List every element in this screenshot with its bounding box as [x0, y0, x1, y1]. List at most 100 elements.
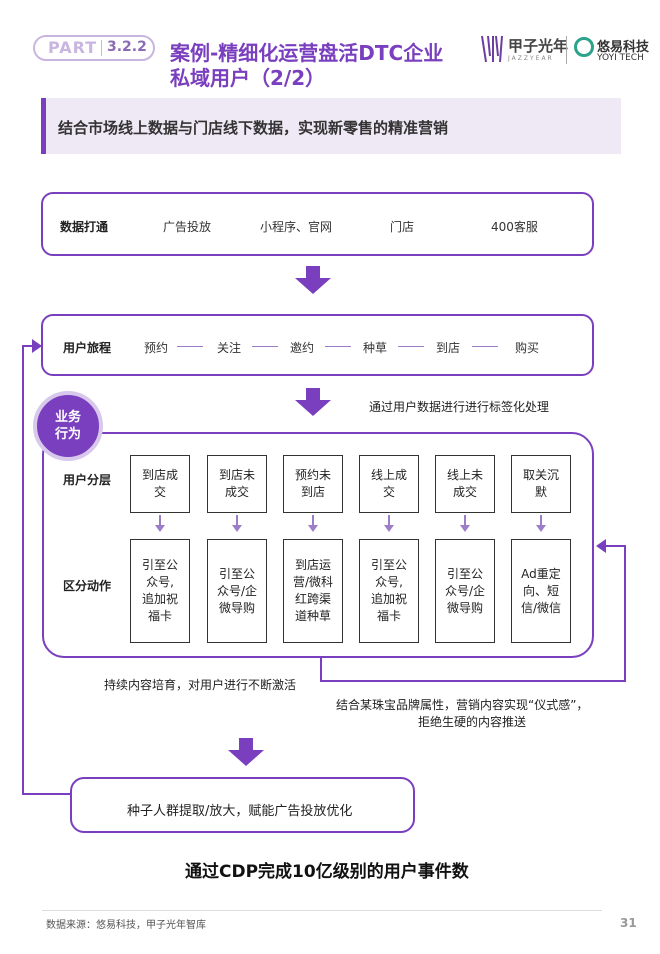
data-item: 400客服 [491, 220, 538, 234]
action-text: 引至公 [141, 558, 178, 572]
part-pill [33, 35, 155, 61]
journey-step: 邀约 [290, 341, 315, 355]
action-text: 信/微信 [520, 600, 562, 615]
layer-box: 线上成交 [359, 455, 419, 513]
layer-text: 成交 [452, 485, 477, 499]
action-box: 引至公众号,追加祝福卡 [359, 539, 419, 643]
action-text: 微导购 [218, 600, 255, 615]
data-item: 门店 [390, 220, 415, 234]
layer-text: 成交 [224, 485, 249, 499]
action-row-label: 区分动作 [63, 579, 112, 593]
action-text: 众号/企 [444, 583, 486, 598]
data-item: 小程序、官网 [260, 220, 333, 234]
layer-row-label: 用户分层 [63, 473, 112, 487]
action-text: 福卡 [147, 609, 172, 623]
nurture-note: 持续内容培育，对用户进行不断激活 [104, 678, 297, 692]
section-number: 3.2.2 [107, 39, 147, 55]
small-arrow-down-icon [384, 525, 394, 532]
layer-box: 取关沉默 [511, 455, 571, 513]
journey-step: 到店 [436, 341, 461, 355]
right-loop-line-down [320, 658, 322, 682]
footer-divider [42, 910, 602, 911]
journey-step: 预约 [144, 341, 169, 355]
conclusion-text: 通过CDP完成10亿级别的用户事件数 [185, 862, 469, 882]
action-text: 向、短 [522, 583, 559, 598]
layer-text: 取关沉 [522, 468, 559, 482]
layer-text: 线上成 [370, 468, 407, 482]
data-item: 广告投放 [163, 220, 212, 234]
layer-box: 预约未到店 [283, 455, 343, 513]
jazzyear-logo-sub: JAZZYEAR [508, 55, 554, 62]
action-box: 到店运营/微科红跨渠道种草 [283, 539, 343, 643]
small-arrow-stem [464, 515, 466, 525]
action-text: 追加祝 [370, 592, 407, 606]
flow-arrow-stem [306, 388, 320, 400]
banner-text: 结合市场线上数据与门店线下数据，实现新零售的精准营销 [58, 119, 449, 137]
yoyi-logo-name: 悠易科技 [597, 40, 650, 55]
journey-step: 关注 [217, 341, 242, 355]
tagging-note: 通过用户数据进行进行标签化处理 [369, 400, 550, 414]
action-text: 到店运 [294, 558, 331, 572]
action-text: 红跨渠 [294, 592, 331, 606]
data-row-label: 数据打通 [60, 220, 109, 234]
banner [41, 98, 621, 154]
journey-step: 种草 [363, 341, 388, 355]
flow-arrow-stem [306, 266, 320, 278]
right-loop-line-up [624, 545, 626, 682]
flow-arrow-down-icon [228, 750, 264, 766]
small-arrow-down-icon [460, 525, 470, 532]
action-text: 追加祝 [141, 592, 178, 606]
small-arrow-stem [540, 515, 542, 525]
jazzyear-logo-name: 甲子光年 [508, 37, 569, 55]
jewelry-note-line1: 结合某珠宝品牌属性，营销内容实现“仪式感”， [336, 698, 589, 712]
layer-text: 到店成 [141, 468, 178, 482]
journey-connector [252, 346, 278, 347]
layer-text: 交 [382, 485, 395, 499]
loop-line-left [22, 345, 24, 795]
part-label: PART [48, 38, 98, 57]
flow-arrow-down-icon [295, 400, 331, 416]
flow-arrow-stem [239, 738, 253, 750]
loop-line-bottom [22, 793, 70, 795]
behavior-badge-line2: 行为 [54, 427, 81, 442]
action-box: 引至公众号/企微导购 [435, 539, 495, 643]
layer-text: 预约未 [294, 468, 331, 482]
journey-row-label: 用户旅程 [63, 341, 112, 355]
small-arrow-down-icon [155, 525, 165, 532]
part-divider [101, 40, 102, 56]
small-arrow-down-icon [232, 525, 242, 532]
small-arrow-down-icon [536, 525, 546, 532]
journey-step: 购买 [515, 341, 540, 355]
action-text: 微导购 [446, 600, 483, 615]
action-text: 道种草 [294, 609, 331, 623]
jewelry-note-line2: 拒绝生硬的内容推送 [418, 715, 527, 729]
layer-text: 默 [534, 485, 547, 499]
seed-audience-box [70, 777, 415, 833]
behavior-badge-line1: 业务 [54, 410, 81, 425]
small-arrow-stem [388, 515, 390, 525]
data-integration-box [41, 192, 594, 256]
small-arrow-stem [236, 515, 238, 525]
page-title-line1: 案例-精细化运营盘活DTC企业 [170, 41, 444, 65]
action-text: Ad重定 [521, 566, 561, 581]
right-loop-line-bottom [320, 680, 626, 682]
behavior-badge: 业务 行为 [33, 391, 103, 461]
action-text: 众号, [375, 575, 403, 589]
layer-box: 线上未成交 [435, 455, 495, 513]
journey-connector [325, 346, 351, 347]
small-arrow-stem [159, 515, 161, 525]
yoyi-logo-sub: YOYI TECH [597, 53, 644, 63]
footer-source: 数据来源：悠易科技，甲子光年智库 [46, 920, 206, 931]
action-box: 引至公众号/企微导购 [207, 539, 267, 643]
small-arrow-down-icon [308, 525, 318, 532]
user-journey-box [41, 314, 594, 376]
action-text: 引至公 [218, 566, 255, 581]
journey-connector [177, 346, 203, 347]
logo-divider [566, 36, 567, 64]
flow-arrow-down-icon [295, 278, 331, 294]
loop-arrowhead-icon [32, 339, 42, 353]
yoyi-logo-icon [574, 37, 594, 57]
layer-box: 到店成交 [130, 455, 190, 513]
journey-connector [472, 346, 498, 347]
journey-connector [398, 346, 424, 347]
